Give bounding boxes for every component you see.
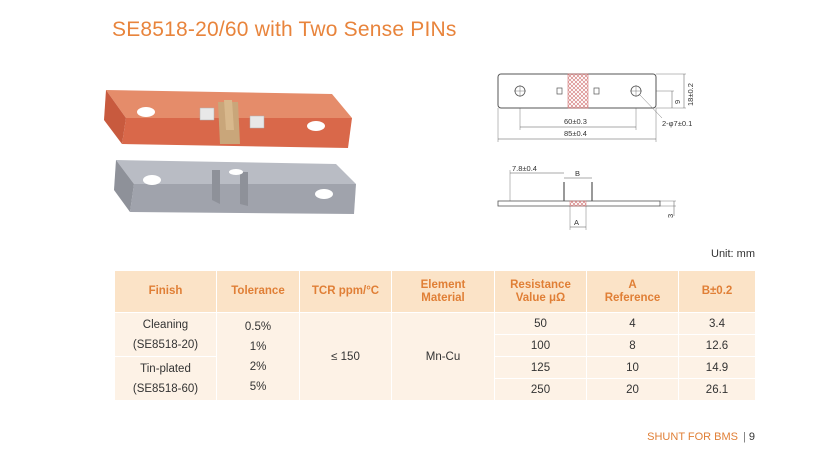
page-title: SE8518-20/60 with Two Sense PINs xyxy=(112,18,457,41)
b-dimension-label: B xyxy=(575,169,580,178)
tolerance-value: 2% xyxy=(249,360,267,373)
top-view: 18±0.2 9 2-φ7±0.1 60±0.3 85±0.4 xyxy=(497,73,695,142)
table-row: Tin-plated (SE8518-60) 125 10 14.9 xyxy=(114,356,756,401)
b-cell: 12.6 xyxy=(678,334,756,357)
half-height-dimension: 9 xyxy=(673,100,682,104)
header-material-line1: Element xyxy=(420,278,466,291)
tolerance-cell: 0.5% 1% 2% 5% xyxy=(216,312,300,401)
header-resistance-line2: Value μΩ xyxy=(515,291,566,304)
finish-cleaning-name: Cleaning xyxy=(142,318,189,331)
resistance-cell: 250 xyxy=(494,378,587,401)
header-tcr: TCR ppm/°C xyxy=(299,270,392,313)
b-cell: 14.9 xyxy=(678,356,756,379)
tolerance-value: 5% xyxy=(249,380,267,393)
a-reference-cell: 20 xyxy=(586,378,679,401)
pitch-dimension: 60±0.3 xyxy=(564,117,587,126)
tolerance-value: 1% xyxy=(249,340,267,353)
header-finish: Finish xyxy=(114,270,217,313)
offset-dimension: 7.8±0.4 xyxy=(512,164,537,173)
side-view: 7.8±0.4 B A 3 xyxy=(497,164,676,230)
resistance-cell: 50 xyxy=(494,312,587,335)
header-a-line2: Reference xyxy=(604,291,661,304)
page-number: 9 xyxy=(748,431,755,443)
product-photo xyxy=(104,90,356,214)
header-a-reference: A Reference xyxy=(586,270,679,313)
height-dimension: 18±0.2 xyxy=(686,83,695,106)
b-cell: 3.4 xyxy=(678,312,756,335)
unit-label: Unit: mm xyxy=(711,248,755,260)
header-material-line2: Material xyxy=(421,291,465,304)
finish-tin-name: Tin-plated xyxy=(140,362,191,375)
resistance-cell: 125 xyxy=(494,356,587,379)
a-reference-cell: 10 xyxy=(586,356,679,379)
footer-section: SHUNT FOR BMS xyxy=(647,431,739,443)
a-reference-cell: 4 xyxy=(586,312,679,335)
finish-tin-code: (SE8518-60) xyxy=(132,382,199,395)
table-row: 250 20 26.1 xyxy=(115,378,756,401)
b-cell: 26.1 xyxy=(678,378,756,401)
thickness-dimension: 3 xyxy=(666,214,675,218)
footer-separator: | xyxy=(743,431,746,443)
length-dimension: 85±0.4 xyxy=(564,129,587,138)
specification-table: Finish Tolerance TCR ppm/°C Element Mate… xyxy=(114,270,756,401)
header-resistance-line1: Resistance xyxy=(510,278,571,291)
finish-cleaning-code: (SE8518-20) xyxy=(132,338,199,351)
header-b: B±0.2 xyxy=(678,270,756,313)
tcr-cell: ≤ 150 xyxy=(299,312,392,401)
copper-shunt-image xyxy=(104,90,352,148)
hole-dimension: 2-φ7±0.1 xyxy=(662,119,692,128)
a-dimension-label: A xyxy=(574,218,579,227)
table-header-row: Finish Tolerance TCR ppm/°C Element Mate… xyxy=(114,270,756,313)
tolerance-value: 0.5% xyxy=(244,320,272,333)
header-resistance: Resistance Value μΩ xyxy=(494,270,587,313)
material-cell: Mn-Cu xyxy=(391,312,495,401)
finish-cleaning-cell: Cleaning (SE8518-20) xyxy=(114,312,217,357)
a-reference-cell: 8 xyxy=(586,334,679,357)
finish-tin-plated-cell: Tin-plated (SE8518-60) xyxy=(114,356,217,401)
table-row: Cleaning (SE8518-20) 0.5% 1% 2% 5% ≤ 150… xyxy=(114,312,756,401)
header-tolerance: Tolerance xyxy=(216,270,300,313)
tin-plated-shunt-image xyxy=(114,160,356,214)
table-row: 100 8 12.6 xyxy=(115,334,756,357)
header-a-line1: A xyxy=(628,278,637,291)
resistance-cell: 100 xyxy=(494,334,587,357)
page-footer: SHUNT FOR BMS |9 xyxy=(647,431,755,443)
technical-drawing: 18±0.2 9 2-φ7±0.1 60±0.3 85±0.4 7.8±0.4 … xyxy=(497,73,695,230)
header-material: Element Material xyxy=(391,270,495,313)
